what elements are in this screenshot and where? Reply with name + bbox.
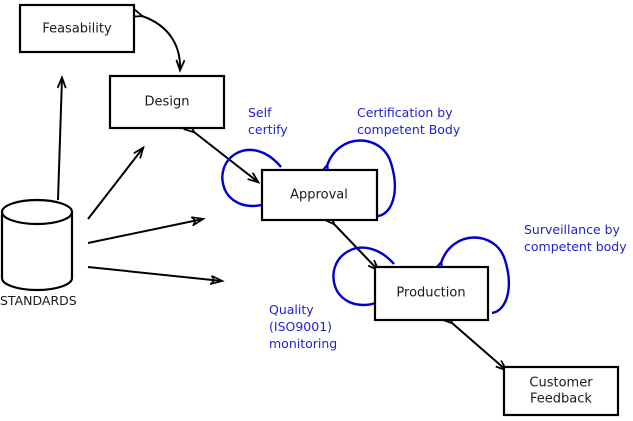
- feasability-label: Feasability: [42, 22, 112, 37]
- feasability-box: [18, 3, 136, 54]
- approval-label: Approval: [290, 188, 348, 203]
- connection-design-approval[interactable]: [194, 132, 258, 182]
- standards-label: STANDARDS: [0, 293, 77, 308]
- node-production[interactable]: Production: [373, 265, 490, 322]
- node-design[interactable]: Design: [108, 74, 226, 130]
- production-box: [373, 265, 490, 322]
- standards-cylinder-body: [0, 212, 74, 292]
- connection-standards-design[interactable]: [87, 148, 143, 220]
- annotation-quality-monitoring: Quality (ISO9001) monitoring: [269, 302, 337, 351]
- annotation-surveillance: Surveillance by competent body: [524, 222, 627, 254]
- approval-box: [260, 168, 379, 222]
- node-standards[interactable]: STANDARDS: [0, 198, 77, 308]
- surveillance-line2: competent body: [524, 239, 627, 254]
- surveillance-line1: Surveillance by: [524, 222, 621, 237]
- connection-approval-production[interactable]: [334, 224, 378, 270]
- quality-line2: (ISO9001): [269, 319, 332, 334]
- loop-production-surveillance[interactable]: [441, 236, 510, 315]
- self-certify-line2: certify: [248, 122, 288, 137]
- connection-standards-production[interactable]: [87, 266, 222, 281]
- design-box: [108, 74, 226, 130]
- quality-line3: monitoring: [269, 336, 337, 351]
- loop-approval-certification[interactable]: [327, 139, 396, 218]
- production-label: Production: [396, 286, 465, 301]
- node-feasability[interactable]: Feasability: [18, 3, 136, 54]
- design-label: Design: [145, 95, 190, 110]
- certification-line2: competent Body: [357, 122, 461, 137]
- annotation-certification: Certification by competent Body: [357, 105, 461, 137]
- node-approval[interactable]: Approval: [260, 168, 379, 222]
- customer-feedback-label-line2: Feedback: [530, 392, 592, 407]
- quality-line1: Quality: [269, 302, 314, 317]
- connection-standards-feasability[interactable]: [57, 78, 62, 201]
- customer-feedback-box: [502, 365, 620, 417]
- node-customer-feedback[interactable]: Customer Feedback: [502, 365, 620, 417]
- connection-production-feedback[interactable]: [452, 323, 506, 370]
- customer-feedback-label-line1: Customer: [529, 376, 593, 391]
- standards-cylinder-top: [0, 198, 74, 226]
- self-certify-line1: Self: [248, 105, 272, 120]
- connection-feasability-design[interactable]: [142, 16, 180, 70]
- certification-line1: Certification by: [357, 105, 453, 120]
- loop-production-quality[interactable]: [332, 246, 395, 307]
- annotation-self-certify: Self certify: [248, 105, 288, 137]
- connection-standards-approval[interactable]: [87, 219, 203, 244]
